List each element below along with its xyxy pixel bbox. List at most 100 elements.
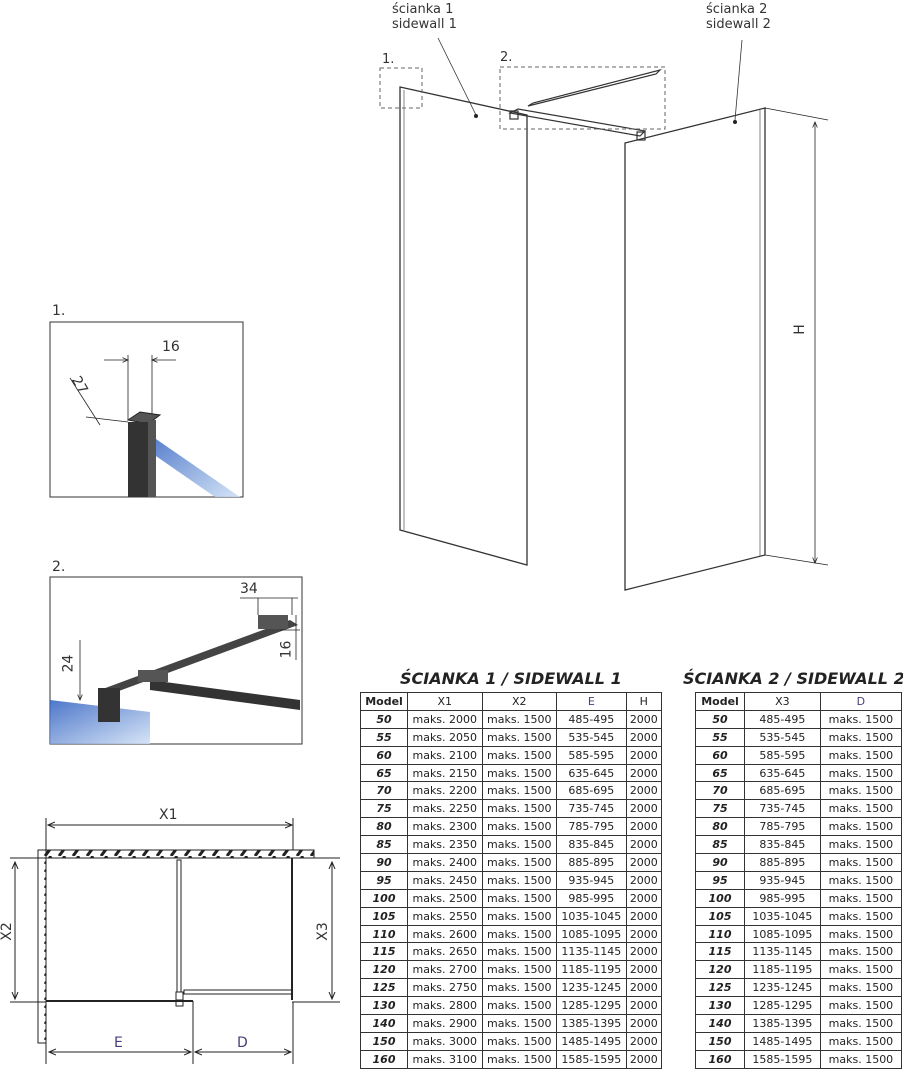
cell-model: 70 xyxy=(695,781,745,801)
cell-x2: maks. 1500 xyxy=(481,978,558,998)
sidewall-2-label-en: sidewall 2 xyxy=(706,17,771,32)
cell-e: 1185-1195 xyxy=(556,960,627,980)
detail-2-marker: 2. xyxy=(500,50,513,65)
cell-x2: maks. 1500 xyxy=(481,1049,558,1069)
cell-model: 55 xyxy=(360,727,408,747)
table-2-header-row: Model X3 D xyxy=(695,692,903,711)
plan-d-label: D xyxy=(237,1035,248,1051)
sidewall-2-panel xyxy=(624,107,766,591)
cell-model: 65 xyxy=(360,763,408,783)
plan-view xyxy=(10,818,340,1064)
cell-x1: maks. 2200 xyxy=(407,781,483,801)
detail-2-box xyxy=(49,576,303,745)
cell-x2: maks. 1500 xyxy=(481,835,558,855)
cell-model: 55 xyxy=(695,727,745,747)
cell-h: 2000 xyxy=(625,996,663,1016)
cell-e: 1385-1395 xyxy=(556,1014,627,1033)
cell-model: 65 xyxy=(695,763,745,783)
detail-2-dim-width: 34 xyxy=(240,581,258,597)
cell-h: 2000 xyxy=(625,835,663,855)
cell-x1: maks. 2250 xyxy=(407,799,483,819)
table-1-header-row: Model X1 X2 E H xyxy=(360,692,663,711)
table-2-title: ŚCIANKA 2 / SIDEWALL 2 xyxy=(683,669,903,688)
cell-model: 90 xyxy=(695,853,745,872)
cell-e: 835-845 xyxy=(556,835,627,855)
cell-x1: maks. 2800 xyxy=(407,996,483,1016)
cell-d: maks. 1500 xyxy=(819,924,903,944)
detail-2-title: 2. xyxy=(52,559,66,575)
cell-e: 1585-1595 xyxy=(556,1049,627,1069)
cell-x1: maks. 3000 xyxy=(407,1031,483,1051)
cell-model: 125 xyxy=(695,978,745,998)
cell-model: 100 xyxy=(695,888,745,908)
header-e: E xyxy=(556,692,627,711)
cell-model: 150 xyxy=(360,1031,408,1051)
cell-h: 2000 xyxy=(625,924,663,944)
cell-model: 110 xyxy=(695,924,745,944)
cell-model: 115 xyxy=(695,942,745,962)
height-dimension xyxy=(764,107,829,566)
cell-d: maks. 1500 xyxy=(819,763,903,783)
cell-h: 2000 xyxy=(625,942,663,962)
cell-e: 1485-1495 xyxy=(556,1031,627,1051)
cell-d: maks. 1500 xyxy=(819,781,903,801)
cell-h: 2000 xyxy=(625,1014,663,1033)
cell-model: 90 xyxy=(360,853,408,872)
header-model: Model xyxy=(360,692,408,711)
plan-x2-label: X2 xyxy=(0,922,15,941)
cell-x2: maks. 1500 xyxy=(481,1014,558,1033)
cell-x1: maks. 2550 xyxy=(407,906,483,926)
cell-h: 2000 xyxy=(625,799,663,819)
cell-x3: 1085-1095 xyxy=(744,924,821,944)
cell-model: 105 xyxy=(695,906,745,926)
stabilizer-bar xyxy=(508,68,662,141)
cell-x3: 1285-1295 xyxy=(744,996,821,1016)
cell-model: 130 xyxy=(695,996,745,1016)
sidewall-1-label-en: sidewall 1 xyxy=(392,17,457,32)
plan-e-label: E xyxy=(114,1035,123,1051)
cell-x1: maks. 2050 xyxy=(407,727,483,747)
cell-x1: maks. 2700 xyxy=(407,960,483,980)
table-1-title: ŚCIANKA 1 / SIDEWALL 1 xyxy=(400,669,622,688)
cell-x3: 1385-1395 xyxy=(744,1014,821,1033)
cell-d: maks. 1500 xyxy=(819,1049,903,1069)
cell-x2: maks. 1500 xyxy=(481,942,558,962)
cell-h: 2000 xyxy=(625,1031,663,1051)
cell-x1: maks. 2400 xyxy=(407,853,483,872)
cell-x1: maks. 2100 xyxy=(407,745,483,765)
cell-x3: 1485-1495 xyxy=(744,1031,821,1051)
cell-d: maks. 1500 xyxy=(819,727,903,747)
cell-x2: maks. 1500 xyxy=(481,727,558,747)
cell-x2: maks. 1500 xyxy=(481,817,558,837)
cell-x2: maks. 1500 xyxy=(481,799,558,819)
sidewall-1-label-pl: ścianka 1 xyxy=(392,2,454,17)
cell-model: 85 xyxy=(695,835,745,855)
cell-x2: maks. 1500 xyxy=(481,763,558,783)
cell-x2: maks. 1500 xyxy=(481,870,558,890)
cell-model: 60 xyxy=(360,745,408,765)
detail-2-dim-bar-height: 16 xyxy=(278,640,295,659)
cell-x3: 1185-1195 xyxy=(744,960,821,980)
sidewall-2-label-pl: ścianka 2 xyxy=(706,2,768,17)
cell-x2: maks. 1500 xyxy=(481,924,558,944)
cell-model: 140 xyxy=(695,1014,745,1033)
cell-x2: maks. 1500 xyxy=(481,996,558,1016)
